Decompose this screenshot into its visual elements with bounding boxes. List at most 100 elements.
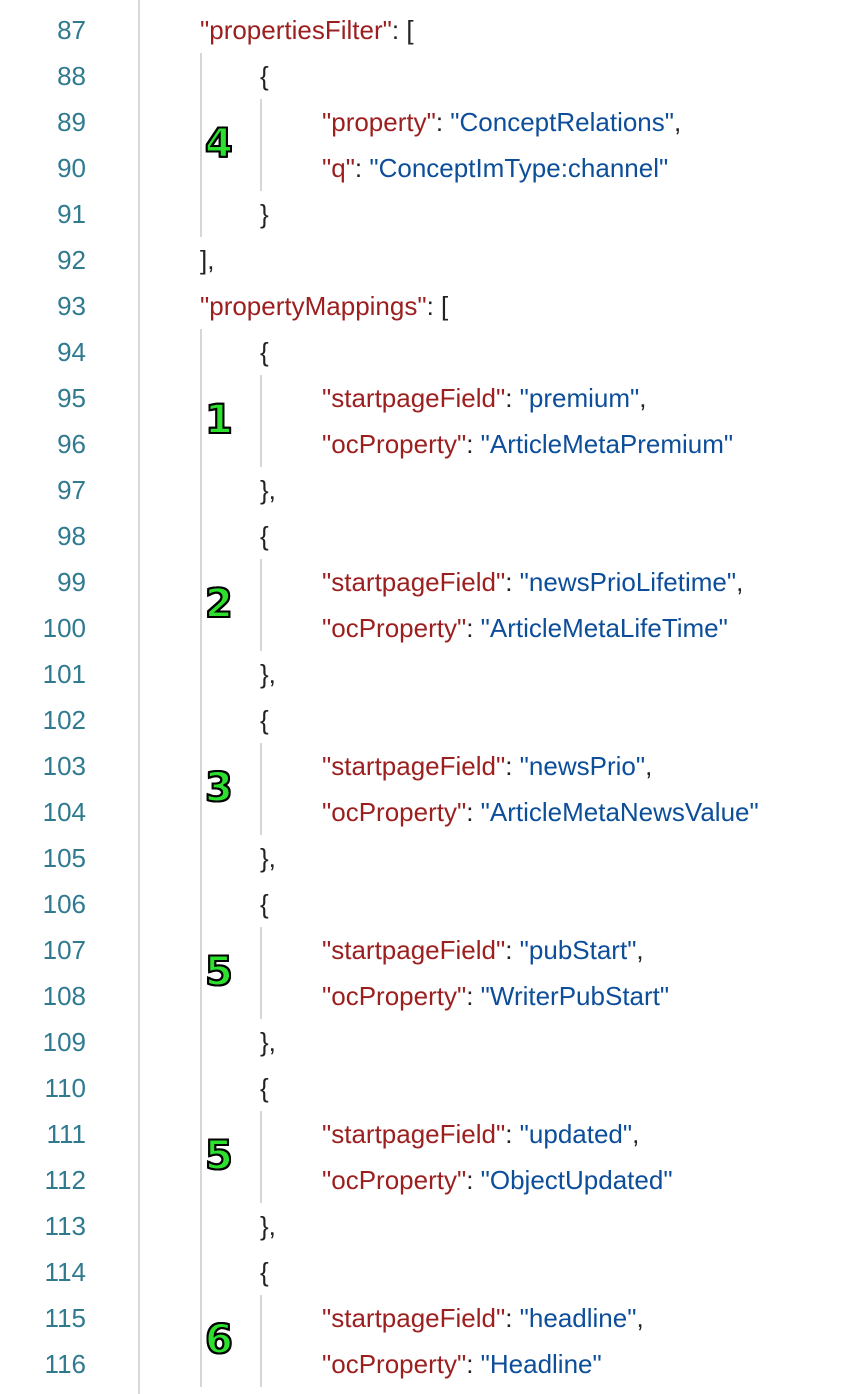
code-text: "ocProperty": "ArticleMetaPremium"	[322, 421, 733, 467]
line-number: 94	[57, 337, 86, 367]
punctuation: {	[260, 337, 269, 367]
code-text: "startpageField": "newsPrioLifetime",	[322, 559, 743, 605]
line-number: 113	[44, 1211, 86, 1241]
punctuation: },	[260, 475, 276, 505]
code-text: {	[260, 1249, 269, 1295]
json-key: "startpageField"	[322, 1119, 506, 1149]
punctuation: [	[406, 15, 414, 45]
indent-guide	[200, 1111, 202, 1157]
code-line[interactable]: 103"startpageField": "newsPrio",3	[0, 743, 856, 812]
code-text: },	[260, 1019, 276, 1065]
indent-guide	[260, 973, 262, 1019]
code-text: }	[260, 191, 269, 237]
line-number: 98	[57, 521, 86, 551]
code-line[interactable]: 90"q": "ConceptImType:channel"	[0, 145, 856, 191]
punctuation: ,	[736, 567, 744, 597]
code-text: },	[260, 1203, 276, 1249]
line-number: 107	[42, 935, 86, 965]
code-editor[interactable]: 87"propertiesFilter": [88{89"property": …	[0, 7, 856, 1387]
json-key: "startpageField"	[322, 751, 506, 781]
indent-guide	[260, 605, 262, 651]
indent-guide	[200, 1295, 202, 1341]
json-key: "startpageField"	[322, 567, 506, 597]
code-line[interactable]: 93"propertyMappings": [	[0, 283, 856, 329]
indent-guide	[200, 1203, 202, 1249]
line-number: 109	[42, 1027, 86, 1057]
code-line[interactable]: 108"ocProperty": "WriterPubStart"	[0, 973, 856, 1019]
punctuation: {	[260, 521, 269, 551]
code-line[interactable]: 116 "ocProperty": "Headline"	[0, 1341, 856, 1387]
json-value: "ConceptImType:channel"	[369, 153, 669, 183]
annotation-badge: 6	[204, 1316, 234, 1364]
indent-guide	[200, 651, 202, 697]
punctuation: [	[441, 291, 449, 321]
annotation-badge: 1	[204, 396, 234, 444]
punctuation: :	[505, 1119, 520, 1149]
punctuation: {	[260, 705, 269, 735]
punctuation: {	[260, 1257, 269, 1287]
code-text: "ocProperty": "Headline"	[322, 1341, 602, 1387]
json-value: "ArticleMetaLifeTime"	[480, 613, 728, 643]
line-number: 97	[57, 475, 86, 505]
code-line[interactable]: 105},	[0, 835, 856, 881]
code-text: {	[260, 697, 269, 743]
code-line[interactable]: 111"startpageField": "updated",5	[0, 1111, 856, 1180]
line-number: 88	[57, 61, 86, 91]
json-value: "ArticleMetaPremium"	[480, 429, 734, 459]
code-line[interactable]: 96"ocProperty": "ArticleMetaPremium"	[0, 421, 856, 467]
indent-guide	[260, 145, 262, 191]
json-key: "ocProperty"	[322, 981, 467, 1011]
punctuation: },	[260, 843, 276, 873]
json-value: "updated"	[519, 1119, 633, 1149]
indent-guide	[260, 1157, 262, 1203]
indent-guide	[200, 53, 202, 99]
code-line[interactable]: 97},	[0, 467, 856, 513]
code-text: },	[260, 835, 276, 881]
punctuation: :	[466, 797, 481, 827]
indent-guide	[200, 513, 202, 559]
code-line[interactable]: 100"ocProperty": "ArticleMetaLifeTime"	[0, 605, 856, 651]
code-line[interactable]: 104"ocProperty": "ArticleMetaNewsValue"	[0, 789, 856, 835]
code-line[interactable]: 94 {	[0, 329, 856, 375]
code-line[interactable]: 89"property": "ConceptRelations",4	[0, 99, 856, 168]
code-text: "ocProperty": "ObjectUpdated"	[322, 1157, 673, 1203]
punctuation: },	[260, 1211, 276, 1241]
line-number: 90	[57, 153, 86, 183]
code-line[interactable]: 102{	[0, 697, 856, 743]
code-line[interactable]: 91}	[0, 191, 856, 237]
code-line[interactable]: 115"startpageField": "headline",6	[0, 1295, 856, 1364]
punctuation: ,	[639, 383, 647, 413]
json-key: "ocProperty"	[322, 1349, 467, 1379]
code-line[interactable]: 112"ocProperty": "ObjectUpdated"	[0, 1157, 856, 1203]
indent-guide	[200, 559, 202, 605]
code-line[interactable]: 110{	[0, 1065, 856, 1111]
code-line[interactable]: 95"startpageField": "premium",1	[0, 375, 856, 444]
punctuation: :	[466, 613, 481, 643]
code-line[interactable]: 88{	[0, 53, 856, 99]
code-line[interactable]: 87"propertiesFilter": [	[0, 7, 856, 53]
code-line[interactable]: 113},	[0, 1203, 856, 1249]
indent-guide	[260, 927, 262, 973]
json-key: "startpageField"	[322, 935, 506, 965]
code-line[interactable]: 114{	[0, 1249, 856, 1295]
code-line[interactable]: 101},	[0, 651, 856, 697]
line-number: 111	[46, 1119, 86, 1149]
line-number: 116	[44, 1349, 86, 1379]
json-value: "newsPrioLifetime"	[519, 567, 737, 597]
line-number: 93	[57, 291, 86, 321]
indent-guide	[200, 1019, 202, 1065]
code-line[interactable]: 106{	[0, 881, 856, 927]
punctuation: :	[466, 1349, 481, 1379]
line-number: 92	[57, 245, 86, 275]
indent-guide	[200, 1157, 202, 1203]
code-line[interactable]: 109},	[0, 1019, 856, 1065]
indent-guide	[260, 1111, 262, 1157]
code-line[interactable]: 98 {	[0, 513, 856, 559]
indent-guide	[200, 1065, 202, 1111]
json-key: "propertyMappings"	[200, 291, 427, 321]
code-line[interactable]: 99"startpageField": "newsPrioLifetime",2	[0, 559, 856, 628]
line-number: 95	[57, 383, 86, 413]
code-line[interactable]: 92],	[0, 237, 856, 283]
indent-guide	[200, 743, 202, 789]
code-line[interactable]: 107"startpageField": "pubStart",5	[0, 927, 856, 996]
